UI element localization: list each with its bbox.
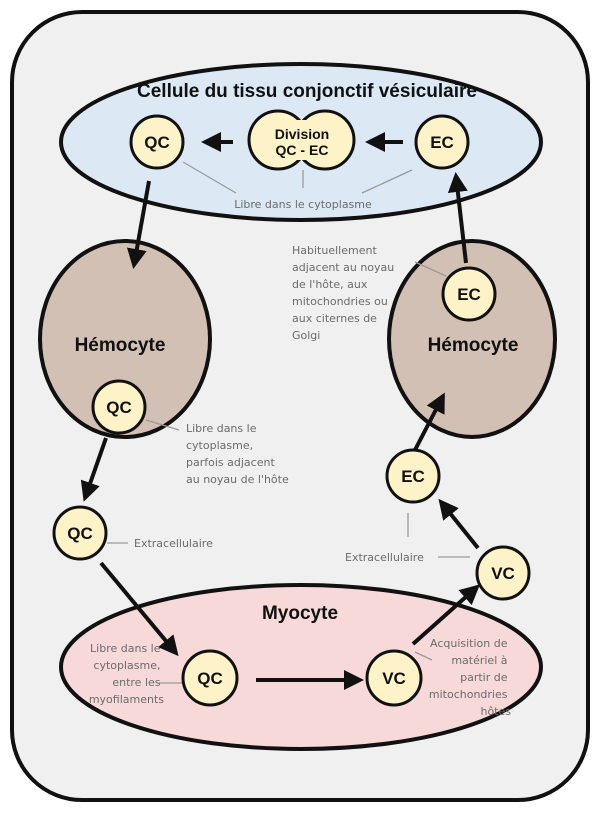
note-vesicular-cytoplasm: Libre dans le cytoplasme (234, 198, 372, 211)
arrow-vc-myo-to-vc-extra (411, 584, 480, 646)
note-qc-myocyte-line: entre les (112, 676, 160, 689)
stage-qc-myocyte-label: QC (197, 669, 223, 688)
note-qc-hemocyte-line: Libre dans le (186, 422, 257, 435)
stage-ec-top: EC (414, 114, 470, 170)
myocyte-compartment (59, 583, 543, 751)
note-vc-myocyte-line: hôtes (480, 705, 511, 718)
leader-ec-top (361, 169, 413, 194)
note-vc-extracellular: Extracellulaire (345, 551, 424, 564)
note-vc-myocyte-line: Acquisition de (430, 637, 508, 650)
stage-ec-hemocyte: EC (441, 266, 497, 322)
division-node: Division QC - EC (247, 109, 356, 171)
hemocyte-right-title: Hémocyte (428, 335, 519, 356)
note-qc-hemocyte-line: cytoplasme, (186, 439, 253, 452)
arrow-qc-top-to-hemocyte (126, 180, 151, 269)
arrow-qc-hemo-to-extra (80, 437, 108, 502)
arrow-ec-hemo-to-ec-top (447, 172, 468, 264)
stage-qc-top-label: QC (144, 133, 170, 152)
stage-ec-extracellular: EC (385, 448, 441, 504)
leader-vc-myo (414, 651, 433, 661)
stage-qc-extracellular: QC (52, 505, 108, 561)
stage-vc-extracellular-label: VC (491, 564, 515, 583)
note-vc-myocyte: Acquisition de matériel à partir de mito… (429, 637, 511, 718)
note-vc-myocyte-line: partir de (460, 671, 508, 684)
stage-ec-hemocyte-label: EC (457, 285, 481, 304)
note-qc-myocyte-line: cytoplasme, (93, 659, 160, 672)
note-ec-hemocyte: Habituellement adjacent au noyau de l'hô… (292, 244, 398, 342)
note-ec-hemocyte-line: Golgi (292, 329, 320, 342)
note-vc-myocyte-line: matériel à (451, 654, 507, 667)
note-qc-hemocyte-line: au noyau de l'hôte (186, 473, 289, 486)
stage-qc-top: QC (129, 114, 185, 170)
note-ec-hemocyte-line: adjacent au noyau (292, 261, 394, 274)
note-vc-myocyte-line: mitochondries (429, 688, 508, 701)
stage-qc-hemocyte: QC (91, 379, 147, 435)
vesicular-cell-title: Cellule du tissu conjonctif vésiculaire (137, 81, 477, 102)
stage-vc-myocyte-label: VC (382, 669, 406, 688)
stage-ec-top-label: EC (430, 133, 454, 152)
note-ec-hemocyte-line: aux citernes de (292, 312, 377, 325)
note-ec-hemocyte-line: mitochondries ou (292, 295, 388, 308)
leader-lines (107, 161, 470, 684)
hemocyte-left-compartment (38, 239, 212, 439)
arrow-vc-extra-to-ec-extra (438, 498, 480, 550)
arrow-qc-extra-to-myo (99, 561, 179, 657)
note-qc-extracellular: Extracellulaire (134, 537, 213, 550)
stage-qc-hemocyte-label: QC (106, 398, 132, 417)
arrow-ec-extra-to-hemocyte (413, 392, 445, 451)
note-ec-hemocyte-line: Habituellement (292, 244, 377, 257)
note-ec-hemocyte-line: de l'hôte, aux (292, 278, 368, 291)
stage-vc-extracellular: VC (475, 545, 531, 601)
stage-qc-myocyte: QC (181, 649, 239, 707)
note-qc-hemocyte-line: parfois adjacent (186, 456, 275, 469)
arrows (80, 132, 480, 690)
note-qc-myocyte-line: myofilaments (89, 693, 164, 706)
note-qc-hemocyte: Libre dans le cytoplasme, parfois adjace… (186, 422, 289, 486)
hemocyte-right-compartment (387, 239, 557, 439)
hemocyte-left-title: Hémocyte (75, 335, 166, 356)
stage-vc-myocyte: VC (365, 649, 423, 707)
leader-ec-hemo (414, 261, 447, 277)
division-label-line1: Division (275, 126, 329, 142)
note-qc-myocyte-line: Libre dans le (90, 642, 161, 655)
leader-qc-top (182, 161, 237, 194)
stage-ec-extracellular-label: EC (401, 467, 425, 486)
leader-qc-hemo (145, 419, 180, 431)
stage-qc-extracellular-label: QC (67, 524, 93, 543)
myocyte-title: Myocyte (262, 603, 338, 624)
division-label-line2: QC - EC (276, 142, 329, 158)
note-qc-myocyte: Libre dans le cytoplasme, entre les myof… (89, 642, 164, 706)
